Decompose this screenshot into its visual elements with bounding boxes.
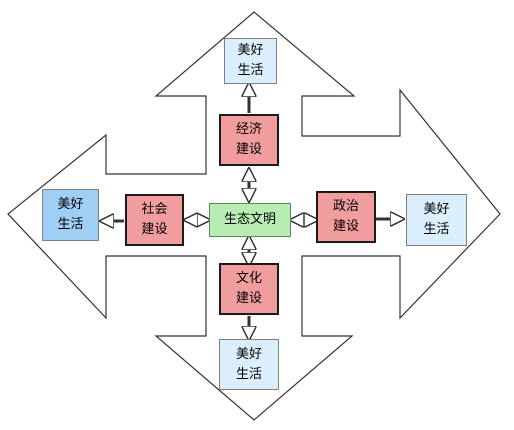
outcome-label-left: 美好 生活 bbox=[57, 197, 84, 232]
social-construction-box: 社会 建设 bbox=[125, 194, 184, 246]
center-box: 生态文明 bbox=[209, 203, 291, 237]
center-label: 生态文明 bbox=[223, 212, 276, 227]
outcome-box-right: 美好 生活 bbox=[406, 194, 467, 246]
economic-construction-label: 经济 建设 bbox=[235, 122, 262, 157]
outcome-label-top: 美好 生活 bbox=[237, 43, 264, 78]
cultural-construction-label: 文化 建设 bbox=[235, 271, 262, 306]
outcome-label-bottom: 美好 生活 bbox=[235, 346, 262, 382]
outcome-box-bottom: 美好 生活 bbox=[219, 339, 279, 390]
outcome-label-right: 美好 生活 bbox=[423, 202, 450, 237]
outcome-box-top: 美好 生活 bbox=[224, 38, 277, 84]
economic-construction-box: 经济 建设 bbox=[219, 114, 279, 166]
cultural-construction-box: 文化 建设 bbox=[219, 263, 279, 315]
social-construction-label: 社会 建设 bbox=[141, 202, 168, 237]
political-construction-box: 政治 建设 bbox=[316, 191, 376, 243]
outcome-box-left: 美好 生活 bbox=[42, 189, 99, 241]
political-construction-label: 政治 建设 bbox=[332, 199, 359, 234]
